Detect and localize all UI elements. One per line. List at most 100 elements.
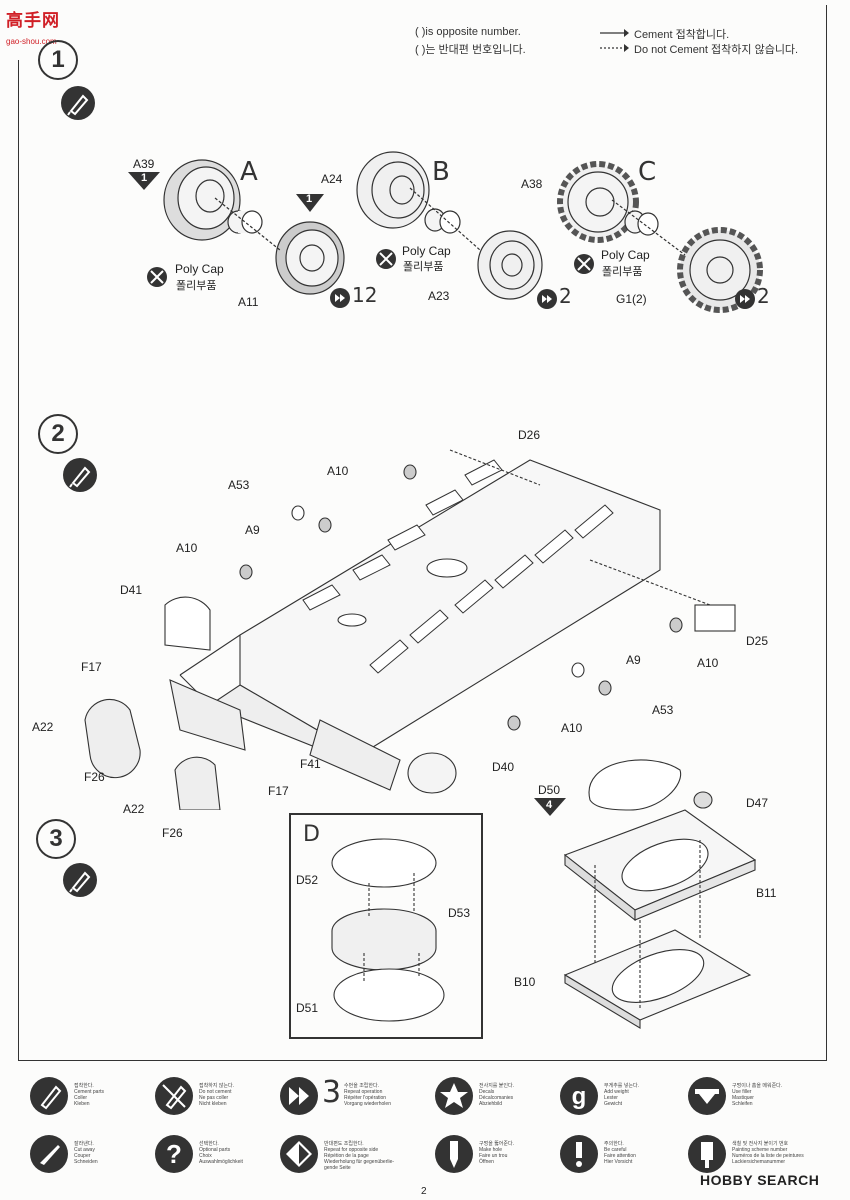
poly-cap-ko-a: 폴리부품 (176, 280, 217, 292)
step-2-marker: 2 (38, 414, 78, 454)
subassembly-d-box (289, 813, 483, 1039)
legend-text: 수번을 조립한다. Repeat operation Répéter l'opé… (344, 1083, 391, 1107)
watermark-logo: 高手网 gao-shou.com (6, 6, 60, 49)
cement-note: Cement 접착합니다. (634, 29, 730, 41)
repeat-count-c: 2 (757, 284, 770, 308)
subassembly-b-label: B (432, 157, 450, 187)
step-1-marker: 1 (38, 40, 78, 80)
part-a39-label: A39 (133, 157, 155, 171)
opposite-icon (280, 1135, 318, 1173)
step-3-plate-drawing (563, 759, 757, 1029)
no-cement-icon (376, 249, 396, 269)
repeat-icon (735, 289, 755, 309)
part-a38-label: A38 (521, 177, 543, 191)
part-a10-label-2: A10 (176, 541, 198, 555)
cement-icon (30, 1077, 68, 1115)
part-b10-label: B10 (514, 975, 536, 989)
part-d52-label: D52 (296, 873, 319, 887)
legend-text: 구멍이나 홈을 메워준다. Use filler Mastiquer Schle… (732, 1083, 783, 1107)
legend-text: 구멍을 뚫어준다. Make hole Faire un trou Öffnen (479, 1141, 514, 1165)
poly-cap-label-b: Poly Cap (402, 244, 451, 258)
part-a9-label-2: A9 (626, 653, 641, 667)
legend-text: 주의한다. Be careful Faire attention Hier Vo… (604, 1141, 636, 1165)
no-cement-note: Do not Cement 접착하지 않습니다. (634, 44, 799, 56)
subassembly-c-label: C (638, 157, 657, 187)
opposite-number-note-ko: ( )는 반대편 번호입니다. (415, 44, 526, 56)
repeat-icon (537, 289, 557, 309)
cement-arrow-icon (600, 29, 629, 52)
filler-icon (688, 1077, 726, 1115)
part-a22-label-1: A22 (32, 720, 54, 734)
step-3-marker: 3 (36, 819, 76, 859)
part-a53-label-1: A53 (228, 478, 250, 492)
part-a22-label-2: A22 (123, 802, 145, 816)
part-a10-label-1: A10 (327, 464, 349, 478)
part-f26-label-1: F26 (84, 770, 105, 784)
legend-text: 접착한다. Cement parts Coller Kleben (74, 1083, 105, 1107)
cement-tool-icon (61, 86, 95, 120)
part-a9-label-1: A9 (245, 523, 260, 537)
step-1-wheel-drawing (163, 151, 763, 313)
step-2-hull-drawing (84, 449, 736, 810)
svg-text:g: g (572, 1083, 587, 1110)
part-a11-label: A11 (238, 295, 259, 309)
cut-icon (30, 1135, 68, 1173)
part-f26-label-2: F26 (162, 826, 183, 840)
part-f41-label: F41 (300, 757, 321, 771)
poly-cap-ko-b: 폴리부품 (403, 261, 444, 273)
subassembly-d-label: D (303, 822, 320, 847)
flag-triangle-icon (128, 172, 160, 190)
flag-triangle-icon (534, 798, 566, 816)
part-a10-label-4: A10 (561, 721, 583, 735)
part-d51-label: D51 (296, 1001, 319, 1015)
page-frame-bottom (18, 1060, 827, 1061)
page-number: 2 (421, 1186, 427, 1197)
page-frame-left (18, 60, 19, 1060)
optional-icon: ? (155, 1135, 193, 1173)
part-d50-label: D50 (538, 783, 561, 797)
part-d41-label: D41 (120, 583, 143, 597)
part-d47-label: D47 (746, 796, 769, 810)
legend-text: 전사지를 붙인다. Decals Décalcomanies Abziehbil… (479, 1083, 514, 1107)
cement-tool-icon (63, 863, 97, 897)
part-b11-label: B11 (756, 886, 777, 900)
watermark-brand: 高手网 (6, 11, 60, 30)
poly-cap-label-c: Poly Cap (601, 248, 650, 262)
star-icon (435, 1077, 473, 1115)
watermark-hobby-search: HOBBY SEARCH (700, 1172, 820, 1188)
no-cement-icon (147, 267, 167, 287)
legend-text: 색칠 및 전사지 붙이기 번호 Painting scheme number N… (732, 1141, 804, 1165)
part-f17-label-1: F17 (81, 660, 102, 674)
svg-text:?: ? (166, 1139, 182, 1169)
step-3-hatch-drawing (331, 838, 445, 1022)
part-a24-label: A24 (321, 172, 343, 186)
legend-text: 잘라낸다. Cut away Couper Schneiden (74, 1141, 98, 1165)
legend-text: 무게추를 넣는다. Add weight Lester Gewicht (604, 1083, 639, 1107)
no-cement-icon (155, 1077, 193, 1115)
paint-icon (688, 1135, 726, 1173)
part-a11-flag: 1 (306, 193, 313, 205)
page-frame-right (826, 5, 827, 1060)
part-d40-label: D40 (492, 760, 515, 774)
part-a39-flag: 1 (141, 172, 148, 184)
repeat-count-b: 2 (559, 284, 572, 308)
poly-cap-ko-c: 폴리부품 (602, 266, 643, 278)
weight-icon: g (560, 1077, 598, 1115)
part-g1-label: G1(2) (616, 292, 647, 306)
repeat-count-a: 12 (352, 283, 378, 307)
legend-repeat-number: 3 (322, 1075, 342, 1110)
legend-text: 선택한다. Optional parts Choix Auswahlmöglic… (199, 1141, 243, 1165)
legend-text: 접착하지 않는다. Do not cement Ne pas coller Ni… (199, 1083, 234, 1107)
cement-tool-icon (63, 458, 97, 492)
part-f17-label-2: F17 (268, 784, 289, 798)
part-a10-label-3: A10 (697, 656, 719, 670)
part-a23-label: A23 (428, 289, 450, 303)
repeat-icon (330, 288, 350, 308)
part-a53-label-2: A53 (652, 703, 674, 717)
drill-icon (435, 1135, 473, 1173)
no-cement-icon (574, 254, 594, 274)
legend-text: 반대편도 조립한다. Repeat for opposite side Répé… (324, 1141, 395, 1171)
flag-triangle-icon (296, 194, 324, 212)
part-d53-label: D53 (448, 906, 471, 920)
part-d25-label: D25 (746, 634, 769, 648)
